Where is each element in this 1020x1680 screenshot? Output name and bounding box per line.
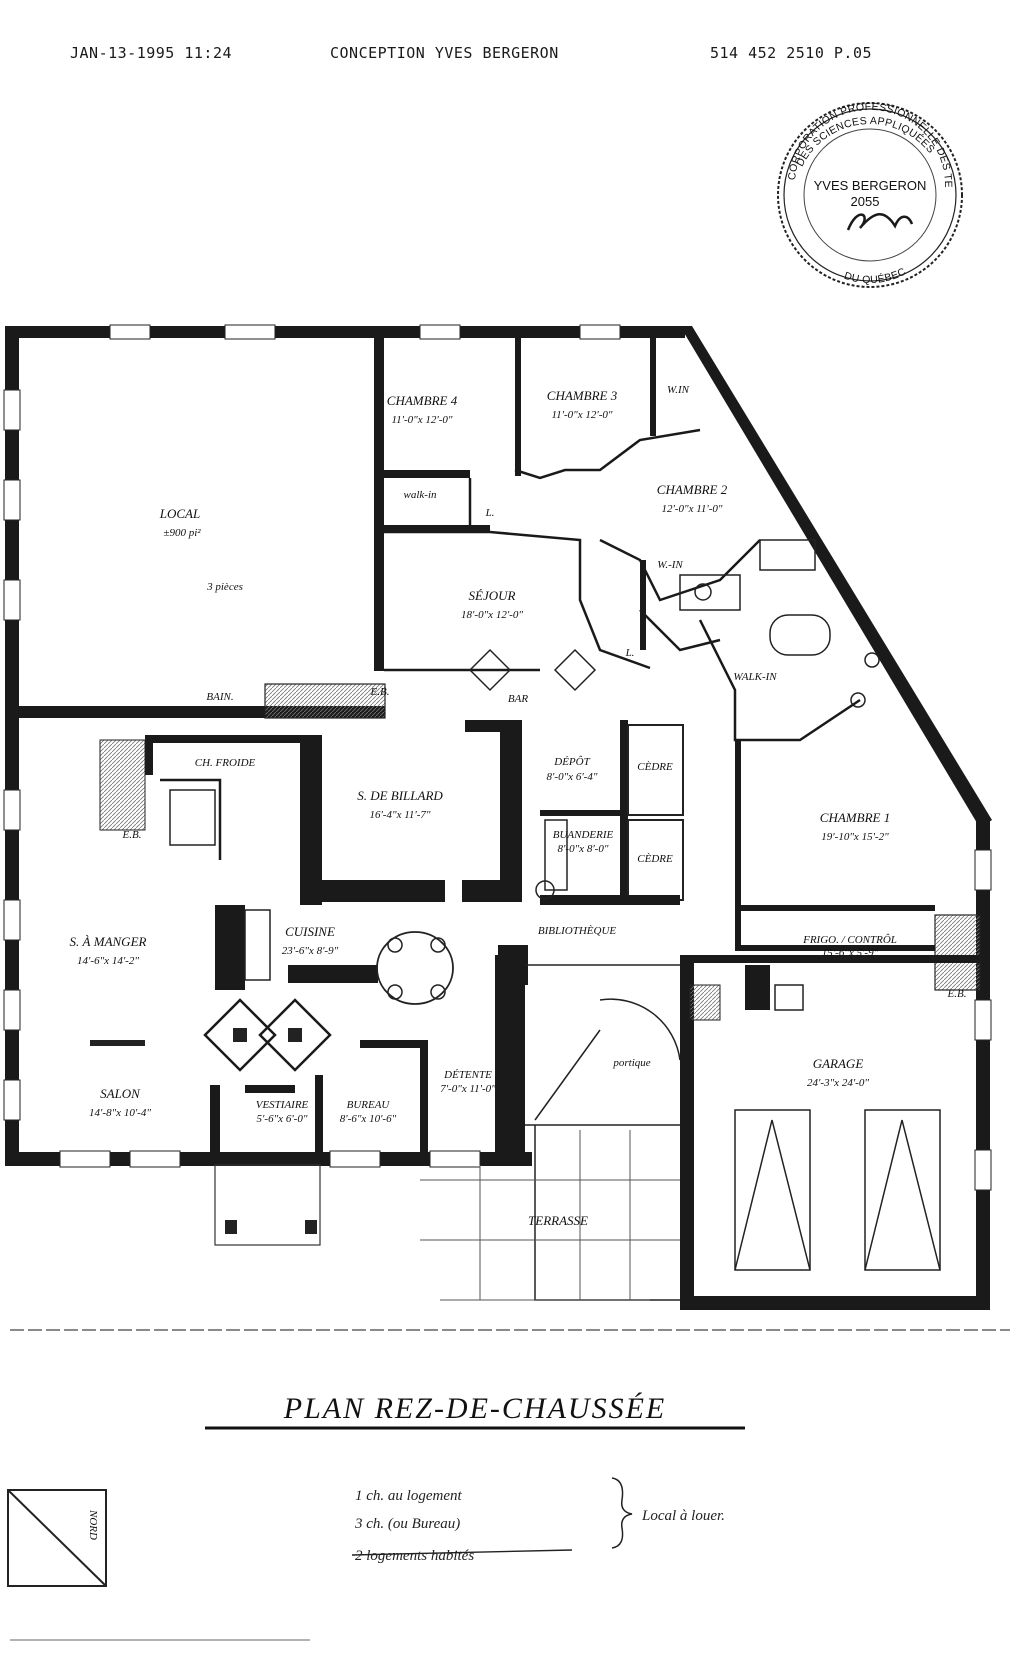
room-salon-dim: 14'-8"x 10'-4" [89,1107,151,1119]
note-line-2: 3 ch. (ou Bureau) [354,1516,460,1532]
room-vestiaire-dim: 5'-6"x 6'-0" [257,1113,308,1125]
room-chambre-froide: CH. FROIDE [195,757,256,769]
room-bar-name: BAR [508,693,528,705]
svg-text:walk-in: walk-in [404,489,437,501]
seal-name: YVES BERGERON [814,178,927,193]
room-bibliotheque-name: BIBLIOTHÈQUE [538,925,616,937]
svg-text:L.: L. [625,647,635,659]
room-chambre4-name: CHAMBRE 4 [387,393,458,408]
seal-signature [846,213,914,231]
room-sejour-name: SÉJOUR [469,588,516,603]
room-cedre-top: CÈDRE [637,761,673,773]
room-cedre-bottom: CÈDRE [637,853,673,865]
professional-seal: CORPORATION PROFESSIONNELLE DES TECHNOLO… [0,0,963,288]
fax-sender: CONCEPTION YVES BERGERON [330,44,559,62]
svg-text:WALK-IN: WALK-IN [733,671,777,683]
svg-text:W.IN: W.IN [667,384,690,396]
room-local-name: LOCAL [159,506,200,521]
fax-phone-page: 514 452 2510 P.05 [710,44,873,62]
room-labels: LOCAL ±900 pi² 3 pièces CHAMBRE 4 11'-0"… [70,388,897,1228]
room-detente-dim: 7'-0"x 11'-0" [440,1083,496,1095]
room-chambre2-name: CHAMBRE 2 [657,482,728,497]
seal-organization-text: CORPORATION PROFESSIONNELLE DES TECHNOLO… [0,0,954,188]
svg-text:E.B.: E.B. [947,988,967,1000]
svg-text:W.-IN: W.-IN [657,559,683,571]
stairs [99,683,981,1021]
room-local-dim: ±900 pi² [163,527,201,539]
room-billard-name: S. DE BILLARD [357,788,443,803]
north-arrow-label: NORD [87,1509,99,1540]
room-detente-name: DÉTENTE [443,1069,492,1081]
room-chambre1-dim: 19'-10"x 15'-2" [821,831,889,843]
room-chambre3-name: CHAMBRE 3 [547,388,618,403]
room-depot-name: DÉPÔT [553,756,590,768]
room-salle-manger-name: S. À MANGER [70,934,147,949]
room-cuisine-dim: 23'-6"x 8'-9" [282,945,339,957]
room-frigo-name: FRIGO. / CONTRÔL [802,934,897,946]
room-bureau-dim: 8'-6"x 10'-6" [340,1113,397,1125]
room-chambre3-dim: 11'-0"x 12'-0" [551,409,612,421]
north-arrow: NORD [7,1489,107,1587]
room-garage-dim: 24'-3"x 24'-0" [807,1077,869,1089]
room-salon-name: SALON [100,1086,141,1101]
fax-date-time: JAN-13-1995 11:24 [70,44,233,62]
terrace-paving [420,1130,680,1301]
room-bureau-name: BUREAU [347,1099,391,1111]
svg-text:BAIN.: BAIN. [206,691,233,703]
small-labels: walk-in W.IN W.-IN WALK-IN L. L. E.B. E.… [122,384,967,1000]
windows [3,324,992,1191]
svg-text:E.B.: E.B. [370,686,390,698]
seal-number: 2055 [851,194,880,209]
handwritten-notes: 1 ch. au logement 3 ch. (ou Bureau) 2 lo… [351,1477,725,1564]
note-line-3: 2 logements habités [355,1548,474,1564]
room-buanderie-dim: 8'-0"x 8'-0" [558,843,609,855]
room-frigo-dim: 15'-6"x 5'-9" [822,947,879,959]
plan-title: PLAN REZ-DE-CHAUSSÉE [205,1392,745,1430]
room-sejour-dim: 18'-0"x 12'-0" [461,609,523,621]
plan-title-text: PLAN REZ-DE-CHAUSSÉE [283,1392,666,1425]
svg-text:E.B.: E.B. [122,829,142,841]
interior-walls [10,336,1010,1331]
svg-text:L.: L. [485,507,495,519]
room-salle-manger-dim: 14'-6"x 14'-2" [77,955,139,967]
room-local-note: 3 pièces [206,581,243,593]
room-chambre1-name: CHAMBRE 1 [820,810,890,825]
room-depot-dim: 8'-0"x 6'-4" [547,771,598,783]
room-terrasse-name: TERRASSE [528,1213,588,1228]
room-portique-name: portique [612,1057,650,1069]
room-garage-name: GARAGE [813,1056,864,1071]
note-line-1: 1 ch. au logement [355,1488,462,1504]
fax-header: JAN-13-1995 11:24 CONCEPTION YVES BERGER… [0,44,1020,68]
room-chambre2-dim: 12'-0"x 11'-0" [661,503,722,515]
room-chambre4-dim: 11'-0"x 12'-0" [391,414,452,426]
note-brace-label: Local à louer. [641,1508,725,1524]
room-buanderie-name: BUANDERIE [553,829,614,841]
room-vestiaire-name: VESTIAIRE [256,1099,309,1111]
room-cuisine-name: CUISINE [285,924,335,939]
room-billard-dim: 16'-4"x 11'-7" [369,809,430,821]
